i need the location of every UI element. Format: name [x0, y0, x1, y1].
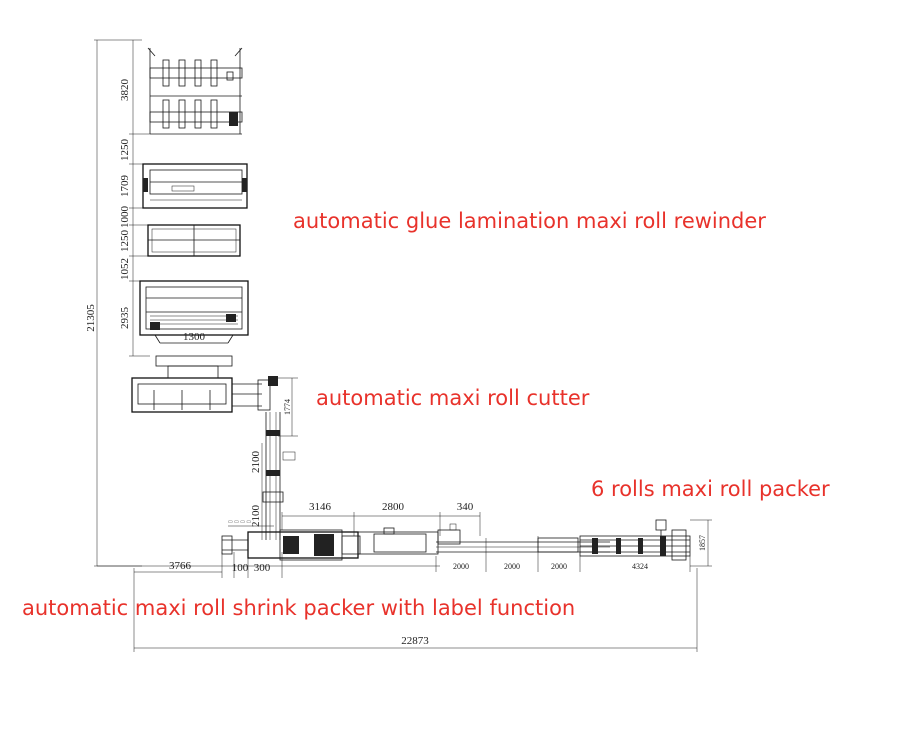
dim-rewinder-unroll: 3820 — [119, 79, 131, 102]
dim-total-height: 21305 — [85, 304, 97, 332]
label-packer: 6 rolls maxi roll packer — [591, 477, 830, 501]
vertical-conveyor: 2100 2100 — [250, 412, 296, 540]
overall-width-dimension: 22873 — [133, 568, 698, 652]
dim-gap-1: 1250 — [119, 139, 131, 162]
annotation-small: ▭ ▭ ▭ ▭ — [228, 519, 251, 525]
unwind-stands — [147, 47, 243, 135]
dim-transfer-gap: 340 — [457, 501, 474, 513]
six-roll-packer-machine: 1857 — [579, 519, 712, 567]
bottom-dimensions: 3766 100 300 — [97, 552, 440, 578]
label-rewinder: automatic glue lamination maxi roll rewi… — [293, 209, 766, 233]
cutter-machine: 1774 — [131, 365, 298, 437]
unwind-rolls — [162, 59, 218, 129]
dim-conveyor-vertical-1: 2100 — [250, 451, 262, 474]
dim-conveyor-vertical-2: 2100 — [250, 505, 262, 528]
dim-section-a: 1709 — [119, 175, 131, 198]
dim-conveyor-seg-3: 2000 — [551, 562, 567, 571]
dim-bottom-small-1: 100 — [232, 562, 249, 574]
shrink-packer-machine: ▭ ▭ ▭ ▭ 3146 — [221, 501, 361, 561]
dim-left-offset: 3766 — [169, 560, 192, 572]
dim-section-b: 1000 — [119, 206, 131, 229]
overall-height-dimension: 21305 — [85, 39, 142, 567]
dim-total-width: 22873 — [401, 635, 429, 647]
dim-section-e: 2935 — [119, 307, 131, 330]
dim-packer-height: 1857 — [698, 535, 707, 551]
dim-shrink-length: 3146 — [309, 501, 332, 513]
dim-section-e-width: 1300 — [183, 331, 206, 343]
label-cutter: automatic maxi roll cutter — [316, 386, 590, 410]
dim-conveyor-seg-1: 2000 — [453, 562, 469, 571]
transfer-section: 2800 340 — [354, 501, 481, 555]
section-dimensions: 3820 1250 1709 1000 1250 1052 2935 — [119, 40, 150, 357]
dim-transfer-length: 2800 — [382, 501, 405, 513]
dim-packer-length: 4324 — [632, 562, 648, 571]
horizontal-conveyor: 2000 2000 2000 4324 — [435, 536, 691, 572]
rewinder-section-a — [142, 163, 248, 209]
dim-section-d: 1052 — [119, 258, 131, 280]
dim-cutter-vertical: 1774 — [283, 399, 292, 415]
dim-section-c: 1250 — [119, 230, 131, 253]
dim-conveyor-seg-2: 2000 — [504, 562, 520, 571]
label-shrink-packer: automatic maxi roll shrink packer with l… — [22, 596, 576, 620]
rewinder-section-b — [147, 224, 241, 257]
dim-bottom-small-2: 300 — [254, 562, 271, 574]
rewinder-section-c: 1300 — [139, 280, 249, 367]
